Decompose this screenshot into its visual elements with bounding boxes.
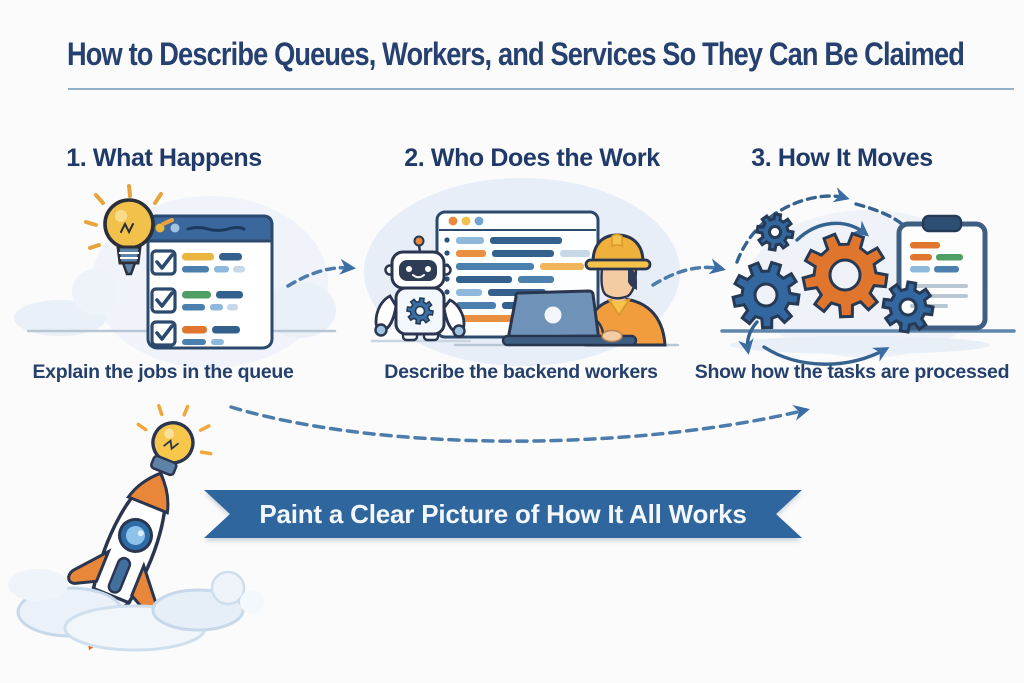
step-2-heading: 2. Who Does the Work (404, 144, 660, 172)
arrow-step2-to-step3 (651, 258, 726, 287)
arrow-step1-to-step2 (286, 258, 357, 288)
clipboard-icon (896, 214, 988, 331)
checklist-rows (150, 249, 245, 347)
step-2-caption: Describe the backend workers (384, 361, 658, 383)
step-3-caption: Show how the tasks are processed (694, 361, 1010, 383)
hard-hat-icon (584, 233, 652, 271)
page-title: How to Describe Queues, Workers, and Ser… (67, 36, 965, 72)
dashed-cycle-arc (854, 202, 908, 230)
solid-cycle-arrow (762, 345, 890, 366)
gear-icon (731, 260, 801, 330)
rocket-fin (67, 548, 112, 585)
checkmark-icon (155, 324, 174, 341)
checkmark-icon (155, 253, 174, 270)
banner-text: Paint a Clear Picture of How It All Work… (259, 498, 747, 529)
rocket-icon (8, 403, 264, 652)
worker-hair (628, 268, 637, 290)
gear-icon (755, 212, 795, 252)
summary-banner: Paint a Clear Picture of How It All Work… (204, 490, 802, 538)
checklist-row (150, 249, 245, 276)
step-1-illustration (84, 184, 274, 350)
gear-icon (801, 231, 889, 319)
step-1-caption: Explain the jobs in the queue (32, 361, 294, 383)
robot-face (399, 260, 437, 281)
solid-cycle-arrow (795, 220, 870, 242)
browser-window-icon (146, 214, 274, 350)
gear-icon (406, 297, 434, 325)
lightbulb-rays (136, 403, 213, 456)
lightbulb-rays (84, 184, 174, 250)
checkmark-icon (155, 291, 174, 308)
step-1-heading: 1. What Happens (66, 144, 262, 172)
window-dot-icon (474, 216, 484, 226)
solid-cycle-arrow (738, 320, 759, 355)
arrow-to-banner (229, 404, 810, 443)
checklist-row (150, 320, 240, 347)
window-dot-icon (461, 216, 471, 226)
window-dot-icon (170, 223, 180, 233)
checklist-row (150, 287, 243, 314)
dashed-cycle-arrow (735, 187, 850, 264)
title-underline (68, 88, 1014, 90)
antenna-icon (413, 235, 425, 247)
gears-group (731, 212, 935, 334)
lightbulb-icon (84, 184, 174, 276)
window-dot-icon (448, 216, 458, 226)
laptop-icon (501, 289, 638, 347)
step-2-illustration (374, 210, 667, 347)
gear-cycle-arrows (735, 187, 908, 366)
ribbon-banner: Paint a Clear Picture of How It All Work… (204, 490, 802, 538)
step-3-illustration (731, 187, 988, 366)
cloud-illustration (8, 569, 264, 652)
step-3-heading: 3. How It Moves (751, 144, 933, 172)
ground-lines (26, 329, 1016, 354)
gear-icon (881, 280, 935, 334)
worker-illustration (501, 233, 667, 347)
robot-icon (374, 235, 466, 342)
worker-hand (601, 329, 623, 343)
